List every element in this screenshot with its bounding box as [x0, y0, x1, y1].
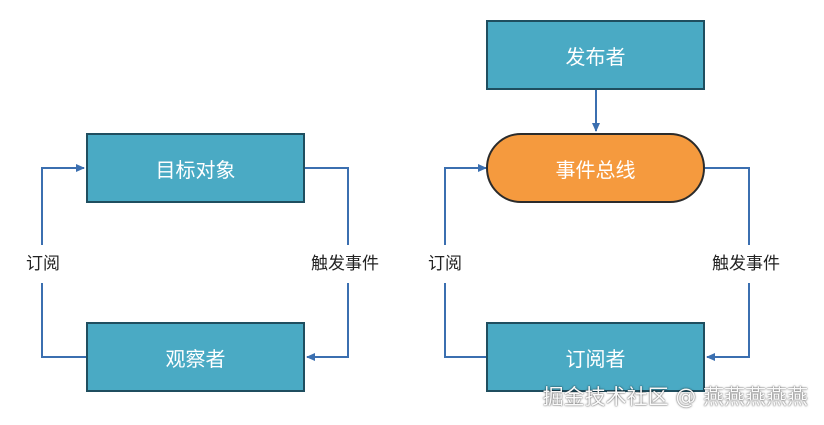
observer-label: 观察者	[165, 346, 226, 371]
subject-label: 目标对象	[155, 157, 236, 182]
event-bus-pill: 事件总线	[486, 133, 705, 203]
publisher-box: 发布者	[486, 20, 705, 90]
left-subscribe-line-bottom	[41, 283, 86, 358]
watermark-text: 掘金技术社区 @ 燕燕燕燕燕	[542, 385, 808, 409]
right-trigger-label: 触发事件	[710, 249, 782, 274]
right-subscribe-line-bottom	[444, 283, 488, 358]
right-trigger-arrow-bottom	[706, 283, 750, 361]
publisher-label: 发布者	[565, 44, 626, 69]
right-trigger-line-top	[705, 167, 750, 245]
observer-box: 观察者	[86, 322, 305, 392]
right-subscribe-arrow-top	[444, 164, 487, 245]
left-trigger-line-top	[304, 167, 349, 245]
left-trigger-arrow-bottom	[306, 283, 349, 361]
left-subscribe-label: 订阅	[24, 249, 62, 274]
left-subscribe-arrow-top	[41, 164, 85, 245]
subscriber-box: 订阅者	[486, 322, 705, 392]
right-subscribe-label: 订阅	[426, 249, 464, 274]
event-bus-label: 事件总线	[555, 157, 636, 182]
subscriber-label: 订阅者	[565, 346, 626, 371]
subject-box: 目标对象	[86, 133, 305, 203]
left-trigger-label: 触发事件	[309, 249, 381, 274]
